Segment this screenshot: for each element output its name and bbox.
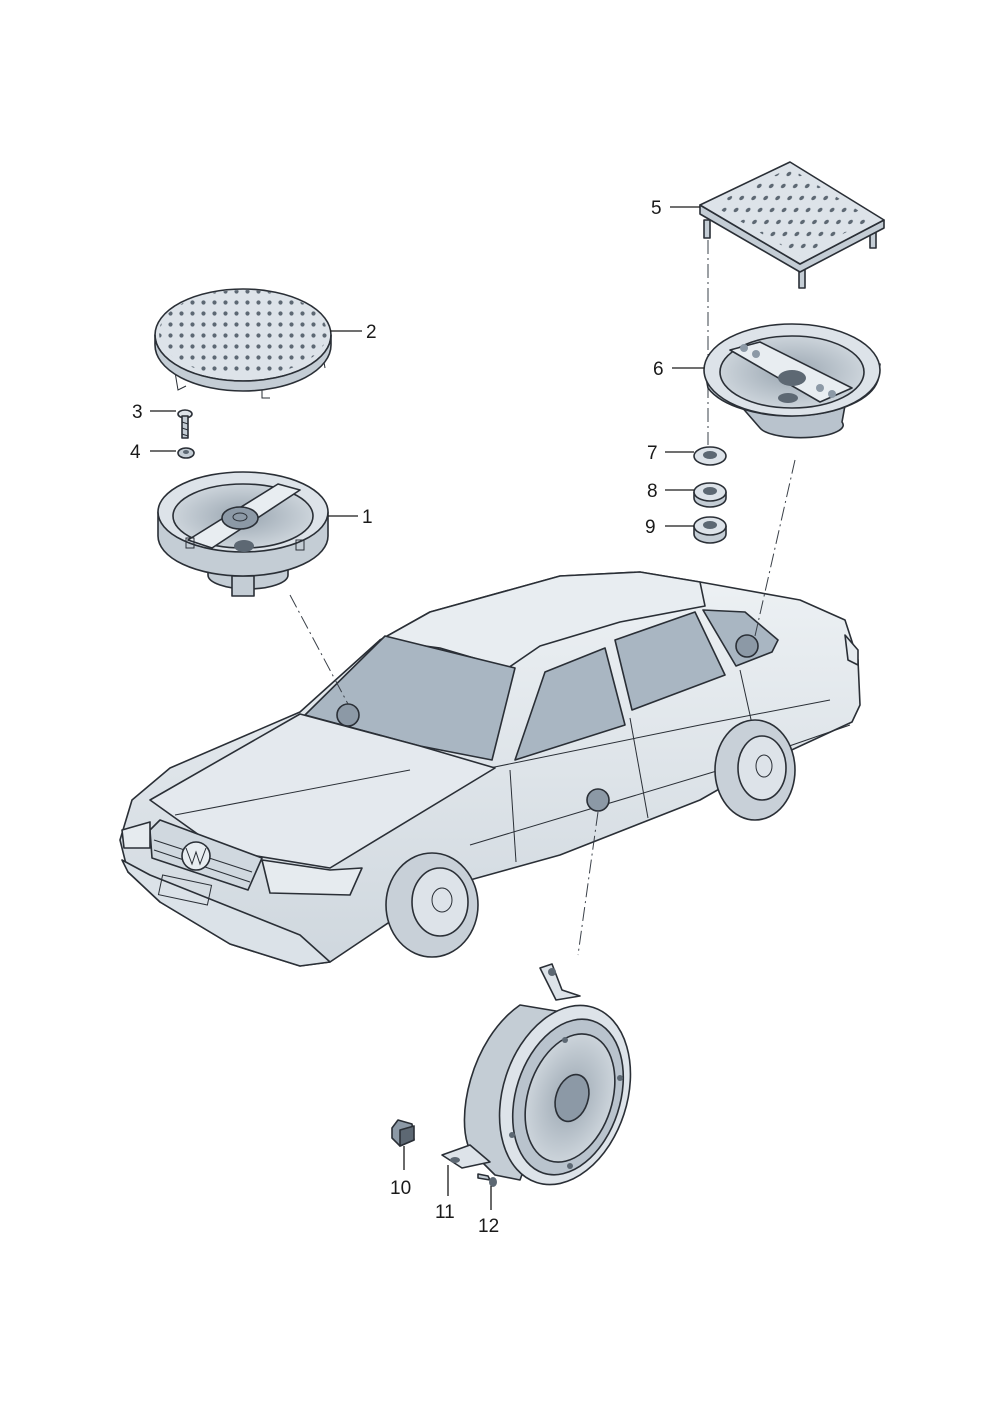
callout-11: 11	[435, 1202, 455, 1223]
part-8-spring-washer	[693, 482, 727, 508]
car-illustration	[119, 571, 861, 967]
callout-1: 1	[362, 507, 373, 528]
door-speaker	[441, 963, 632, 1186]
part-10-clip-nut	[391, 1119, 415, 1147]
callout-2: 2	[366, 322, 377, 343]
rear-wheel	[714, 719, 796, 821]
callout-leaders	[150, 206, 704, 1210]
part-4-washer	[177, 447, 195, 459]
part-12-screw	[477, 1173, 497, 1187]
callout-12: 12	[478, 1216, 499, 1237]
front-wheel	[385, 852, 479, 958]
part-5-speaker-grille-square	[699, 161, 885, 289]
callout-labels: 1 2 3 4 5 6 7 8 9 10 11 12	[130, 198, 664, 1237]
part-9-nut	[693, 516, 727, 544]
part-1-dashboard-speaker	[157, 471, 329, 597]
guide-lines	[289, 240, 796, 956]
callout-9: 9	[645, 517, 656, 538]
part-6-rear-speaker	[703, 323, 881, 439]
callout-10: 10	[390, 1178, 411, 1199]
locator-dot-rear-shelf	[735, 634, 759, 658]
callout-3: 3	[132, 402, 143, 423]
callout-7: 7	[647, 443, 658, 464]
locator-dot-door	[586, 788, 610, 812]
locator-dot-dashboard	[336, 703, 360, 727]
part-7-washer	[693, 446, 727, 466]
vw-logo	[181, 841, 211, 871]
callout-8: 8	[647, 481, 658, 502]
part-3-screw	[177, 409, 193, 439]
callout-4: 4	[130, 442, 141, 463]
callout-6: 6	[653, 359, 664, 380]
part-2-speaker-grille-round	[154, 288, 332, 399]
callout-5: 5	[651, 198, 662, 219]
